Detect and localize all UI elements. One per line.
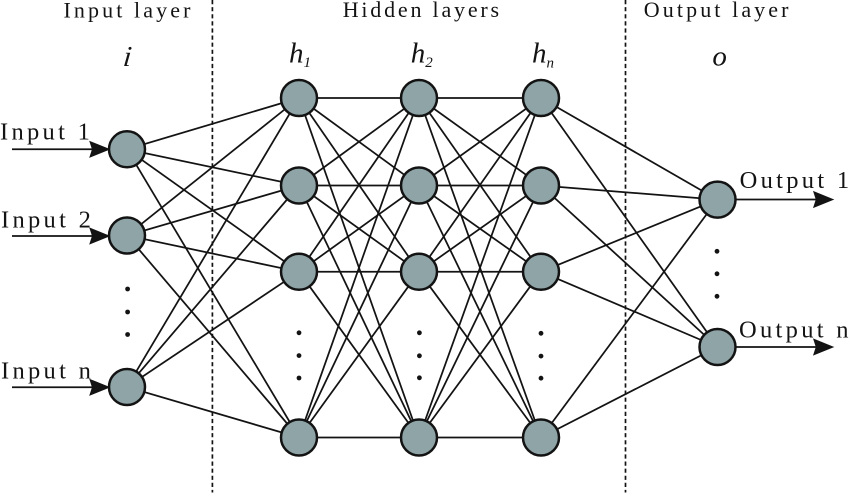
svg-text:o: o (712, 41, 727, 73)
svg-text:hn: hn (532, 38, 554, 72)
svg-text:Input layer: Input layer (64, 0, 194, 23)
svg-text:Output layer: Output layer (644, 0, 792, 22)
svg-text:Input 2: Input 2 (1, 207, 94, 234)
svg-text:Input 1: Input 1 (0, 119, 93, 146)
svg-text:Input n: Input n (1, 358, 94, 385)
svg-text:i: i (122, 41, 133, 73)
svg-text:h2: h2 (411, 38, 434, 72)
svg-text:Output 1: Output 1 (740, 167, 850, 194)
svg-text:Output n: Output n (739, 317, 850, 344)
svg-text:h1: h1 (289, 38, 311, 72)
svg-text:Hidden layers: Hidden layers (343, 0, 502, 22)
